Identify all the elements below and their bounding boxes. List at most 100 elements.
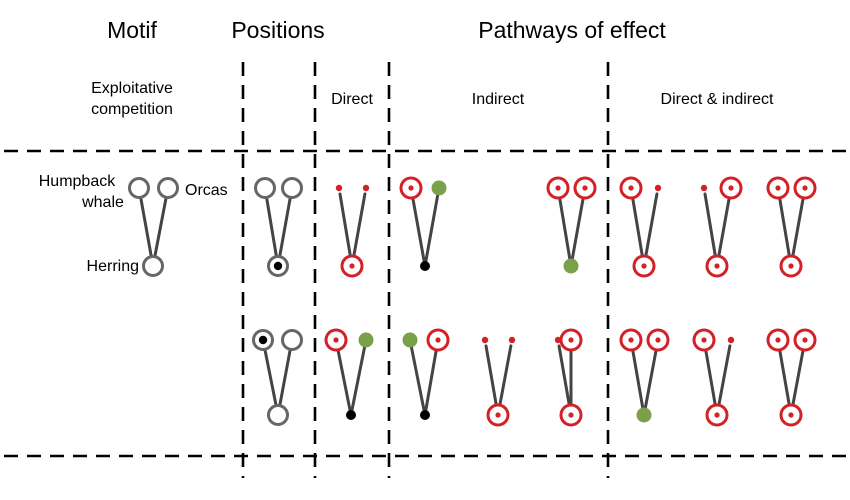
- motif-direct-1-top-left-red-dot: [335, 184, 343, 192]
- motif-indirect-2c-top-left-red-dot: [554, 336, 562, 344]
- motif-motif-edge-left: [139, 195, 153, 259]
- motif-motif: [128, 177, 179, 277]
- motif-indirect-1a-edge-right: [423, 193, 440, 268]
- motif-indirect-2c-edge-left: [557, 344, 571, 408]
- motif-direct-2: [324, 328, 374, 420]
- motif-motif-edge-right: [153, 195, 168, 259]
- motif-indirect-1b-top-left-red-target-center: [555, 185, 561, 191]
- motif-both-2b-top-left-red-target-center: [701, 337, 707, 343]
- motif-both-1c-edge-left: [778, 195, 791, 259]
- motif-both-1a-bottom-red-target-center: [641, 263, 647, 269]
- motif-indirect-1b: [546, 176, 597, 274]
- header-positions: Positions: [231, 17, 324, 43]
- motif-both-2a-top-left-red-target-center: [628, 337, 634, 343]
- motif-both-2a-edge-left: [631, 347, 646, 417]
- motif-motif-top-left-gray-node: [128, 177, 150, 199]
- motif-indirect-2b-top-right-red-dot: [508, 336, 516, 344]
- motif-indirect-2a-edge-right: [423, 347, 438, 417]
- motif-both-1a-edge-right: [644, 192, 659, 259]
- subheader-motif-line1: Exploitative: [91, 80, 173, 97]
- motif-indirect-1a-edge-left: [411, 195, 427, 268]
- motif-both-1b-top-left-red-dot: [700, 184, 708, 192]
- motif-both-1c-top-right-red-target-center: [802, 185, 808, 191]
- motif-both-2b-bottom-red-target-center: [714, 412, 720, 418]
- motif-indirect-2a-top-left-green-node: [402, 332, 418, 348]
- motif-indirect-1a-bottom-black-dot: [420, 261, 430, 271]
- motif-both-2b-edge-right: [717, 344, 732, 408]
- motif-positions-1-edge-right: [278, 195, 292, 259]
- motif-both-2b-edge-left: [704, 347, 717, 408]
- motif-both-1b-edge-right: [717, 195, 731, 259]
- motif-positions-1-top-left-gray-node: [254, 177, 276, 199]
- motif-layer: [128, 176, 817, 427]
- motif-direct-1-edge-left: [338, 192, 352, 259]
- motif-indirect-2c-bottom-red-target-center: [568, 412, 574, 418]
- motif-indirect-1b-edge-right: [569, 195, 585, 268]
- motif-both-1c-edge-right: [791, 195, 805, 259]
- label-humpback-line1: Humpback: [39, 173, 116, 190]
- motif-indirect-2b-top-left-red-dot: [481, 336, 489, 344]
- subheader-motif-line2: competition: [91, 101, 173, 118]
- header-pathways: Pathways of effect: [478, 17, 666, 43]
- label-herring: Herring: [87, 258, 139, 275]
- motif-positions-2-top-right-gray-node: [281, 329, 303, 351]
- motif-both-1c-top-left-red-target-center: [775, 185, 781, 191]
- motif-indirect-1a: [399, 176, 447, 271]
- motif-indirect-1b-bottom-green-node: [563, 258, 579, 274]
- motif-positions-1-bottom-focal-center: [273, 261, 283, 271]
- motif-direct-2-top-right-green-node: [358, 332, 374, 348]
- motif-both-2a-bottom-green-node: [636, 407, 652, 423]
- motif-indirect-2b-edge-left: [484, 344, 498, 408]
- motif-both-1b-top-right-red-target-center: [728, 185, 734, 191]
- motif-positions-1-top-right-gray-node: [281, 177, 303, 199]
- motif-both-1a-top-right-red-dot: [654, 184, 662, 192]
- motif-indirect-2a-bottom-black-dot: [420, 410, 430, 420]
- motif-positions-1: [254, 177, 303, 277]
- label-humpback-line2: whale: [81, 194, 124, 211]
- motif-both-2a-top-right-red-target-center: [655, 337, 661, 343]
- motif-both-1c: [766, 176, 817, 278]
- motif-indirect-2b-bottom-red-target-center: [495, 412, 501, 418]
- motif-direct-1-bottom-red-target-center: [349, 263, 355, 269]
- motif-both-2b-top-right-red-dot: [727, 336, 735, 344]
- motif-both-1a-edge-left: [631, 195, 644, 259]
- motif-indirect-2a-top-right-red-target-center: [435, 337, 441, 343]
- motif-both-1b-edge-left: [703, 192, 717, 259]
- motif-positions-2-edge-left: [263, 347, 278, 408]
- motif-motif-bottom-gray-node: [142, 255, 164, 277]
- subheader-indirect: Indirect: [472, 91, 525, 108]
- motif-motif-top-right-gray-node: [157, 177, 179, 199]
- motif-both-1c-bottom-red-target-center: [788, 263, 794, 269]
- motif-indirect-1b-top-right-red-target-center: [582, 185, 588, 191]
- motif-both-2a: [619, 328, 670, 423]
- motif-direct-2-bottom-black-dot: [346, 410, 356, 420]
- motif-both-2c-top-left-red-target-center: [775, 337, 781, 343]
- motif-both-2a-edge-right: [642, 347, 658, 417]
- motif-both-1b-bottom-red-target-center: [714, 263, 720, 269]
- motif-direct-1-edge-right: [352, 192, 367, 259]
- motif-indirect-2b-edge-right: [498, 344, 513, 408]
- motif-both-2c-bottom-red-target-center: [788, 412, 794, 418]
- motif-positions-2-top-left-focal-center: [258, 335, 268, 345]
- motif-indirect-1b-edge-left: [558, 195, 573, 268]
- motif-positions-1-edge-left: [265, 195, 278, 259]
- subheader-direct-indirect: Direct & indirect: [661, 91, 774, 108]
- motif-indirect-1a-top-left-red-target-center: [408, 185, 414, 191]
- motif-indirect-2c-top-right-red-target-center: [568, 337, 574, 343]
- motif-direct-2-top-left-red-target-center: [333, 337, 339, 343]
- motif-positions-2-edge-right: [278, 347, 292, 408]
- motif-positions-2: [252, 329, 303, 426]
- motif-both-2c-edge-right: [791, 347, 805, 408]
- motif-positions-2-bottom-gray-node: [267, 404, 289, 426]
- motif-direct-2-edge-left: [336, 347, 353, 417]
- motif-indirect-2a: [402, 328, 450, 420]
- label-orcas: Orcas: [185, 182, 228, 199]
- motif-both-1a: [619, 176, 662, 278]
- motif-both-1a-top-left-red-target-center: [628, 185, 634, 191]
- motif-direct-2-edge-right: [349, 345, 367, 417]
- motif-both-2c-top-right-red-target-center: [802, 337, 808, 343]
- motif-both-2c-edge-left: [778, 347, 791, 408]
- header-motif: Motif: [107, 17, 157, 43]
